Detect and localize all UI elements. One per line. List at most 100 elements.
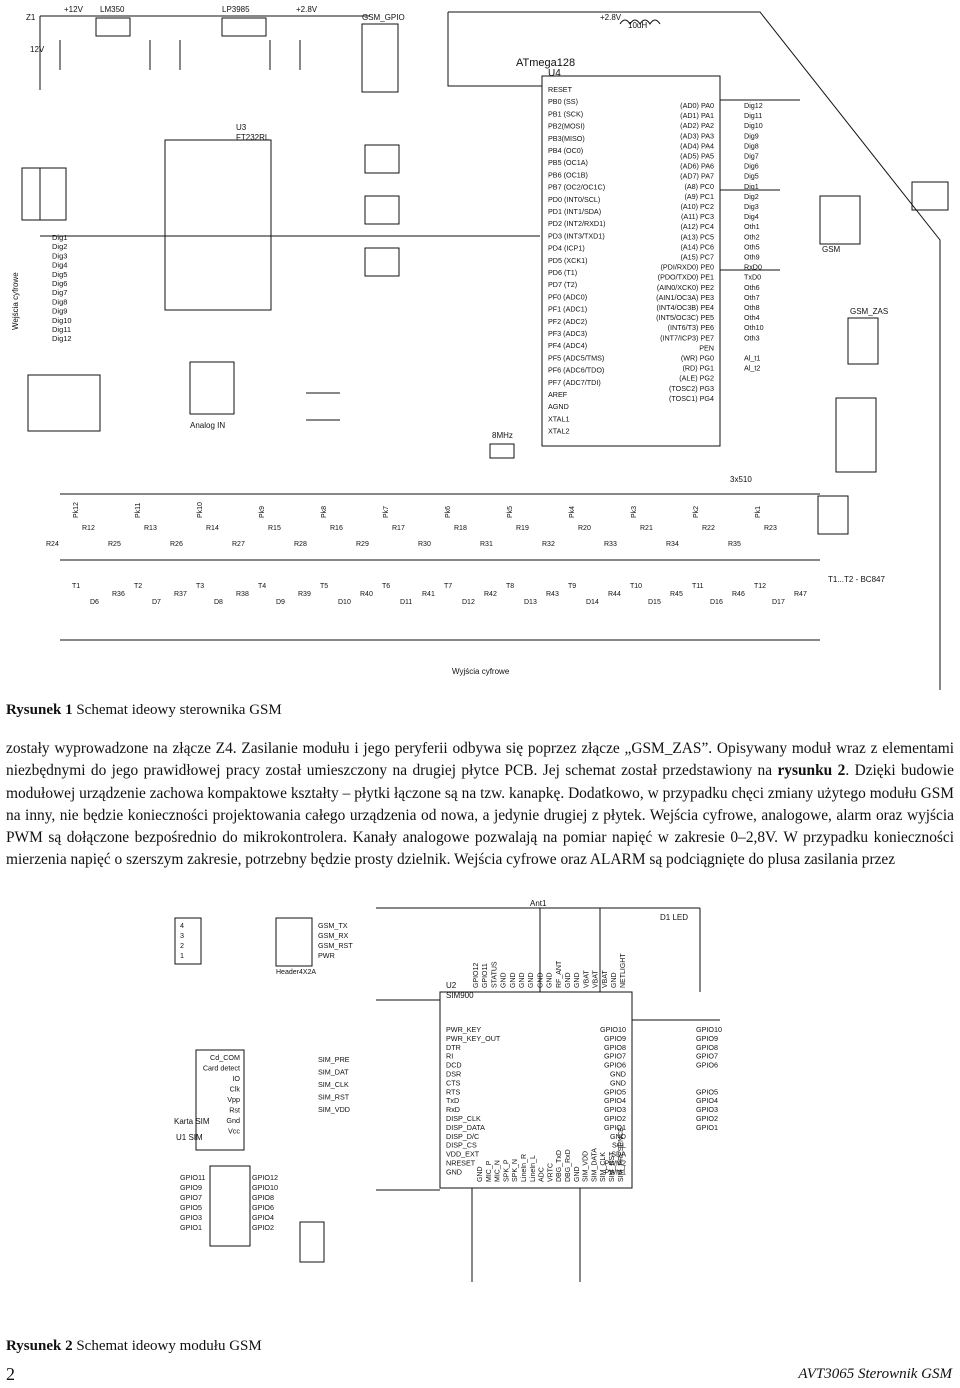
gsm-right-pin: GND xyxy=(610,1132,626,1141)
sim-net: SIM_PRE xyxy=(318,1055,350,1064)
mcu-left-pin: AGND xyxy=(548,402,569,411)
transistor-label: T8 xyxy=(506,583,514,590)
gsm-right-pin: GPIO7 xyxy=(604,1052,626,1061)
base-resistor-label: R34 xyxy=(666,541,679,548)
p1-pin: 2 xyxy=(180,941,184,950)
mcu-right-pin: (INT6/T3) PE6 xyxy=(668,323,714,332)
gsm-net-label: GPIO1 xyxy=(696,1123,718,1132)
gsm-right-pin: GPIO6 xyxy=(604,1061,626,1070)
output-key-label: Pk5 xyxy=(507,506,514,518)
mcu-left-pin: PF4 (ADC4) xyxy=(548,341,587,350)
gsm-left-pin: VDD_EXT xyxy=(446,1150,480,1159)
gsm-top-pin: STATUS xyxy=(491,961,498,988)
gsm-right-pin: PWM2 xyxy=(604,1159,626,1168)
svg-text:12V: 12V xyxy=(30,45,45,54)
gsm-conn-net: PWR xyxy=(318,951,335,960)
p3-right-net: GPIO8 xyxy=(252,1193,274,1202)
led-resistor-label: R38 xyxy=(236,591,249,598)
gsm-right-pin: GPIO2 xyxy=(604,1114,626,1123)
mcu-net-label: Dig1 xyxy=(744,182,759,191)
gsm-top-pin: GPIO11 xyxy=(482,963,489,988)
gsm-right-pin: GND xyxy=(610,1070,626,1079)
mcu-left-pin: PD1 (INT1/SDA) xyxy=(548,207,601,216)
output-led-label: D9 xyxy=(276,599,285,606)
led-resistor-label: R36 xyxy=(112,591,125,598)
p3-left-net: GPIO3 xyxy=(180,1213,202,1222)
gsm-bottom-pin: LineIn_R xyxy=(521,1154,528,1182)
mcu-net-label: Dig6 xyxy=(744,162,759,171)
mcu-right-pin: (AD4) PA4 xyxy=(680,141,714,150)
gsm-bottom-pin: GND xyxy=(574,1166,581,1182)
transistor-label: T11 xyxy=(692,583,704,590)
digital-input-label: Dig7 xyxy=(52,288,67,297)
footer-title: AVT3065 Sterownik GSM xyxy=(798,1366,952,1382)
gsm-left-pins: PWR_KEYPWR_KEY_OUTDTRRIDCDDSRCTSRTSTxDRx… xyxy=(446,1025,501,1176)
mcu-net-label: Oth7 xyxy=(744,293,760,302)
output-resistor-label: R16 xyxy=(330,525,343,532)
sim-pin: IO xyxy=(232,1074,240,1083)
mcu-left-pin: PD4 (ICP1) xyxy=(548,244,585,253)
article-body: zostały wyprowadzone na złącze Z4. Zasil… xyxy=(6,738,954,872)
gsm-connector-label: GSM xyxy=(822,245,841,254)
mcu-right-pin: (PDO/TXD0) PE1 xyxy=(658,273,714,282)
gsm-top-pin: GND xyxy=(565,972,572,988)
mcu-left-pin: PB6 (OC1B) xyxy=(548,170,588,179)
gsm-top-pin: VBAT xyxy=(583,970,590,988)
p3-right-net: GPIO10 xyxy=(252,1183,278,1192)
gsm-right-pin: GPIO10 xyxy=(600,1025,626,1034)
mcu-left-pin: PF1 (ADC1) xyxy=(548,305,587,314)
mcu-right-pin: (INT7/ICP3) PE7 xyxy=(660,333,714,342)
output-key-label: Pk6 xyxy=(445,506,452,518)
output-key-label: Pk11 xyxy=(135,502,142,518)
digital-input-label: Dig11 xyxy=(52,325,71,334)
mcu-right-pin: (A14) PC6 xyxy=(680,242,714,251)
antenna-label: Ant1 xyxy=(530,900,547,908)
mcu-right-pin: (AD5) PA5 xyxy=(680,152,714,161)
mcu-left-pin: PD3 (INT3/TXD1) xyxy=(548,231,605,240)
mcu-right-pin: (A11) PC3 xyxy=(681,212,714,221)
gsm-gpio-label: GSM_GPIO xyxy=(362,13,405,22)
base-resistor-label: R35 xyxy=(728,541,741,548)
digital-input-label: Dig4 xyxy=(52,261,67,270)
output-led-label: D15 xyxy=(648,599,661,606)
mcu-net-label: RxD0 xyxy=(744,263,762,272)
mcu-right-pin: (AD7) PA7 xyxy=(680,172,714,181)
sim-pin: Cd_COM xyxy=(210,1053,240,1062)
mcu-right-pin: (A12) PC4 xyxy=(680,222,714,231)
sim-pin: Vpp xyxy=(227,1095,240,1104)
gsm-left-pin: PWR_KEY_OUT xyxy=(446,1034,501,1043)
gsm-bottom-pin: GND xyxy=(477,1166,484,1182)
output-resistor-label: R13 xyxy=(144,525,157,532)
regulator-1-label: LM350 xyxy=(100,5,125,14)
output-key-label: Pk3 xyxy=(631,506,638,518)
mcu-right-pin: (WR) PG0 xyxy=(681,354,714,363)
gsm-top-pin: VBAT xyxy=(602,970,609,988)
mcu-left-pin: PD5 (XCK1) xyxy=(548,256,588,265)
p3-left-net: GPIO7 xyxy=(180,1193,202,1202)
digital-input-label: Dig8 xyxy=(52,297,67,306)
mcu-left-pin: PB5 (OC1A) xyxy=(548,158,588,167)
base-resistor-label: R25 xyxy=(108,541,121,548)
svg-text:+2.8V: +2.8V xyxy=(296,5,318,14)
mcu-net-label: Al_t1 xyxy=(744,354,760,363)
digital-input-label: Dig1 xyxy=(52,233,67,242)
gsm-conn-net: GSM_RX xyxy=(318,931,349,940)
base-resistor-label: R24 xyxy=(46,541,59,548)
page-number: 2 xyxy=(6,1364,15,1384)
gsm-bottom-pin: ADC xyxy=(539,1167,546,1182)
output-key-label: Pk1 xyxy=(755,506,762,518)
figure-2-caption-text: Schemat ideowy modułu GSM xyxy=(76,1338,262,1354)
base-resistor-label: R32 xyxy=(542,541,555,548)
mcu-left-pin: PB1 (SCK) xyxy=(548,109,583,118)
mcu-right-pin: (A15) PC7 xyxy=(680,253,714,262)
base-resistor-label: R31 xyxy=(480,541,493,548)
mcu-left-pin: PB3(MISO) xyxy=(548,134,585,143)
digital-input-label: Dig5 xyxy=(52,270,67,279)
gsm-bottom-pin: MIC_P xyxy=(486,1160,493,1182)
gsm-right-pin: GPIO9 xyxy=(604,1034,626,1043)
gsm-top-pin: GND xyxy=(611,972,618,988)
analog-in-label: Analog IN xyxy=(190,421,225,430)
gsm-right-pin: GPIO5 xyxy=(604,1087,626,1096)
